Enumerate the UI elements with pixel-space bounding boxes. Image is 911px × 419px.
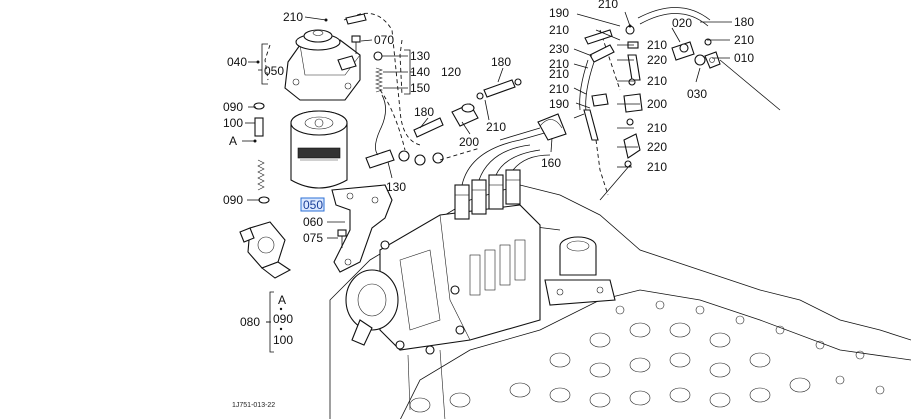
label-210-d[interactable]: 210 [549, 57, 569, 71]
label-200-left[interactable]: 200 [459, 135, 479, 149]
label-040[interactable]: 040 [227, 55, 247, 69]
label-090[interactable]: 090 [223, 100, 243, 114]
label-210-top-right[interactable]: 210 [598, 0, 618, 11]
label-130-lower[interactable]: 130 [386, 180, 406, 194]
leader-dots [253, 18, 632, 143]
label-090-lower[interactable]: 090 [223, 193, 243, 207]
label-200-right[interactable]: 200 [647, 97, 667, 111]
label-070[interactable]: 070 [374, 33, 394, 47]
label-080[interactable]: 080 [240, 315, 260, 329]
label-060[interactable]: 060 [303, 215, 323, 229]
label-180-mid[interactable]: 180 [491, 55, 511, 69]
legend-100[interactable]: 100 [273, 333, 293, 347]
label-220-b[interactable]: 220 [647, 140, 667, 154]
label-210-f[interactable]: 210 [549, 82, 569, 96]
small-parts-left [253, 35, 444, 248]
fuel-filter-assembly [239, 29, 361, 279]
injection-pipes [461, 129, 556, 186]
leader-lines [242, 11, 732, 323]
label-220[interactable]: 220 [647, 53, 667, 67]
label-190[interactable]: 190 [549, 6, 569, 20]
label-160[interactable]: 160 [541, 156, 561, 170]
label-180-right[interactable]: 180 [734, 15, 754, 29]
label-050[interactable]: 050 [264, 64, 284, 78]
label-210-top[interactable]: 210 [283, 10, 303, 24]
drawing-code: 1J751-013-22 [232, 402, 275, 409]
label-150[interactable]: 150 [410, 81, 430, 95]
label-210-j[interactable]: 210 [647, 160, 667, 174]
legend-A[interactable]: A [278, 293, 286, 307]
label-210-e[interactable]: 210 [549, 67, 569, 81]
label-010[interactable]: 010 [734, 51, 754, 65]
label-210-h[interactable]: 210 [647, 74, 667, 88]
label-190-b[interactable]: 190 [549, 97, 569, 111]
label-180-left[interactable]: 180 [414, 105, 434, 119]
dashed-grouping-lines [264, 12, 621, 196]
filter-bracket [331, 184, 393, 273]
label-210-c[interactable]: 210 [549, 23, 569, 37]
group-braces [258, 43, 414, 353]
selected-part-highlight [300, 197, 325, 212]
label-030[interactable]: 030 [687, 87, 707, 101]
label-100[interactable]: 100 [223, 116, 243, 130]
label-140[interactable]: 140 [410, 65, 430, 79]
label-050-selected[interactable]: 050 [303, 198, 323, 212]
label-230[interactable]: 230 [549, 42, 569, 56]
label-210-i[interactable]: 210 [647, 121, 667, 135]
legend-090[interactable]: 090 [273, 312, 293, 326]
return-pipe-parts [345, 7, 781, 201]
label-210-g[interactable]: 210 [647, 38, 667, 52]
part-labels: 210 070 130 140 120 150 040 050 090 100 … [223, 0, 754, 347]
legend-dot [279, 327, 283, 331]
legend-dot [279, 307, 283, 311]
label-130-top[interactable]: 130 [410, 49, 430, 63]
label-210-mid[interactable]: 210 [486, 120, 506, 134]
label-020[interactable]: 020 [672, 16, 692, 30]
label-120[interactable]: 120 [441, 65, 461, 79]
engine-block-illustration [329, 169, 911, 419]
label-210-k[interactable]: 210 [734, 33, 754, 47]
label-A[interactable]: A [229, 134, 237, 148]
label-075[interactable]: 075 [303, 231, 323, 245]
